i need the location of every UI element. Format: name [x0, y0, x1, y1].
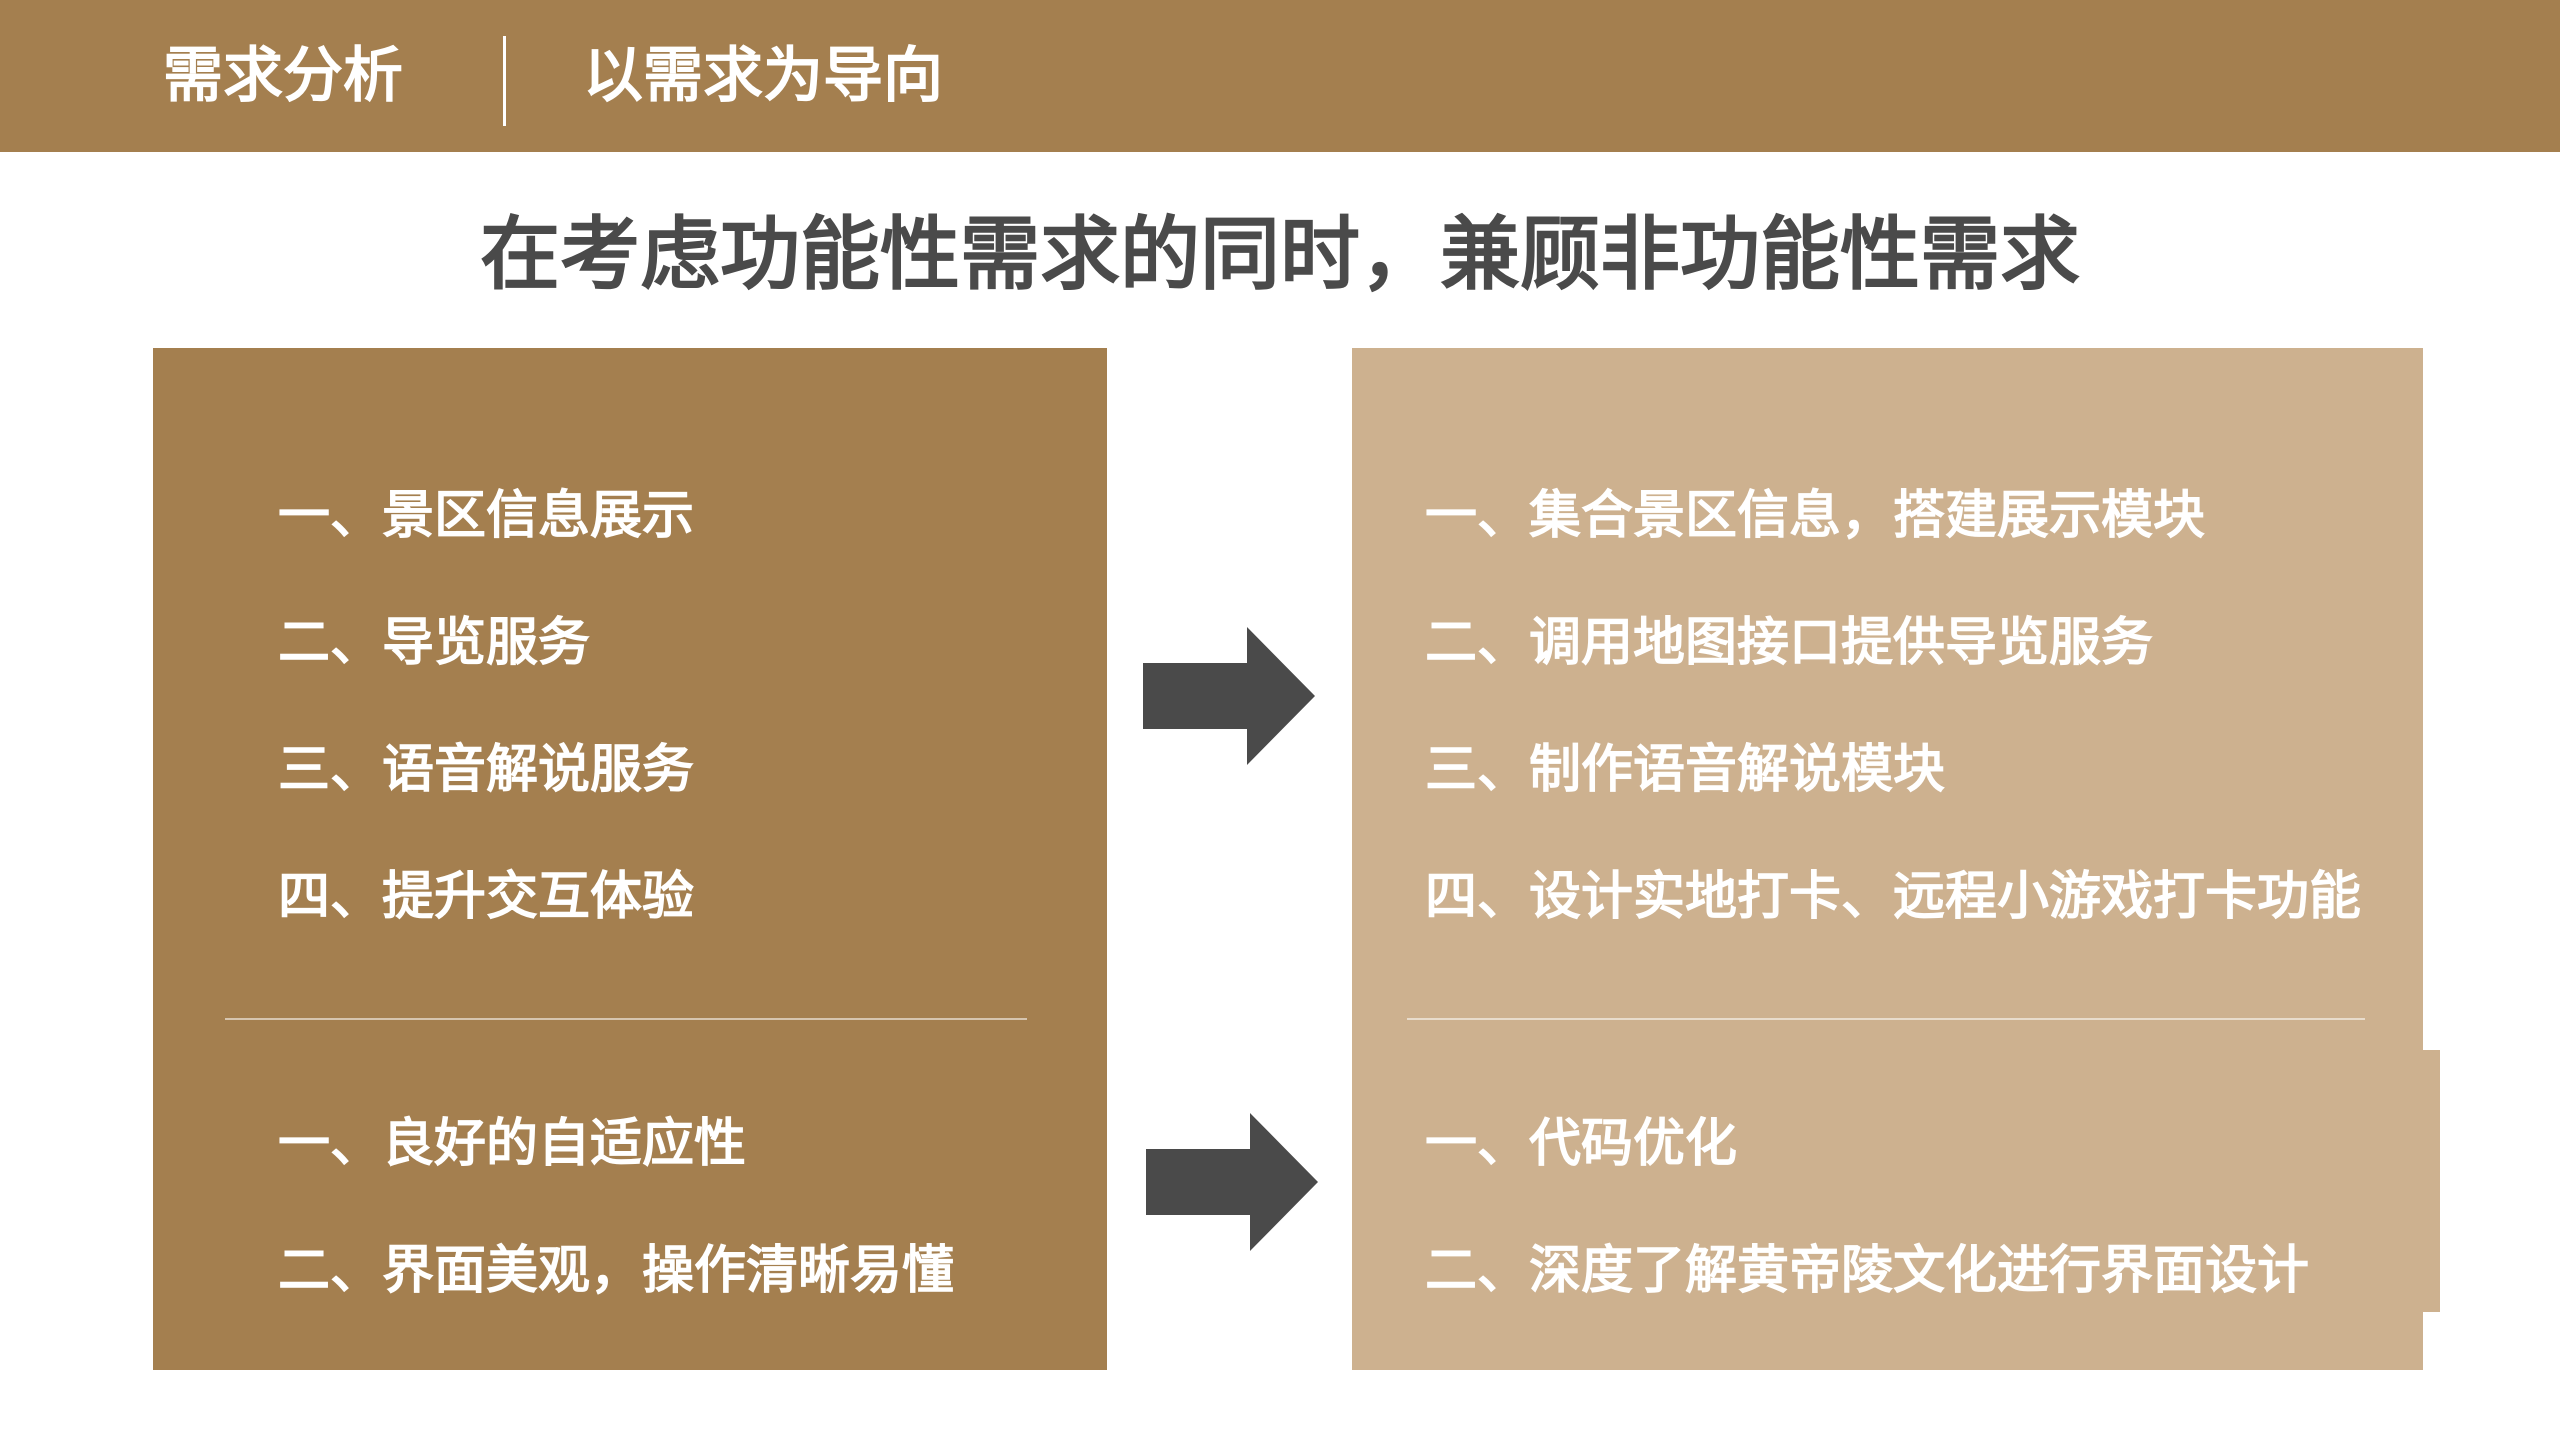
functional-requirement-item: 四、提升交互体验 — [278, 867, 695, 927]
functional-requirement-item: 三、语音解说服务 — [278, 740, 695, 800]
nonfunctional-solution-item: 一、代码优化 — [1425, 1114, 1738, 1174]
panel-divider — [225, 1018, 1027, 1020]
requirements-panel: 一、景区信息展示 二、导览服务 三、语音解说服务 四、提升交互体验 一、良好的自… — [153, 348, 1107, 1370]
functional-requirement-item: 一、景区信息展示 — [278, 486, 695, 546]
nonfunctional-requirement-item: 二、界面美观，操作清晰易懂 — [278, 1241, 955, 1301]
solutions-panel: 一、集合景区信息，搭建展示模块 二、调用地图接口提供导览服务 三、制作语音解说模… — [1352, 348, 2423, 1370]
functional-solution-item: 二、调用地图接口提供导览服务 — [1425, 613, 2154, 673]
nonfunctional-requirement-item: 一、良好的自适应性 — [278, 1114, 747, 1174]
functional-solution-item: 四、设计实地打卡、远程小游戏打卡功能 — [1425, 867, 2362, 927]
right-arrow-icon — [1146, 1113, 1318, 1251]
header-divider — [503, 36, 506, 126]
right-arrow-icon — [1143, 627, 1315, 765]
section-subtitle: 以需求为导向 — [583, 41, 943, 111]
functional-solution-item: 一、集合景区信息，搭建展示模块 — [1425, 486, 2206, 546]
page-headline: 在考虑功能性需求的同时，兼顾非功能性需求 — [480, 208, 2080, 301]
panel-tab-accent — [2423, 1050, 2440, 1312]
nonfunctional-solution-item: 二、深度了解黄帝陵文化进行界面设计 — [1425, 1241, 2310, 1301]
functional-requirement-item: 二、导览服务 — [278, 613, 591, 673]
functional-solution-item: 三、制作语音解说模块 — [1425, 740, 1946, 800]
panel-divider — [1407, 1018, 2365, 1020]
section-title: 需求分析 — [163, 41, 403, 111]
header-bar — [0, 0, 2560, 152]
